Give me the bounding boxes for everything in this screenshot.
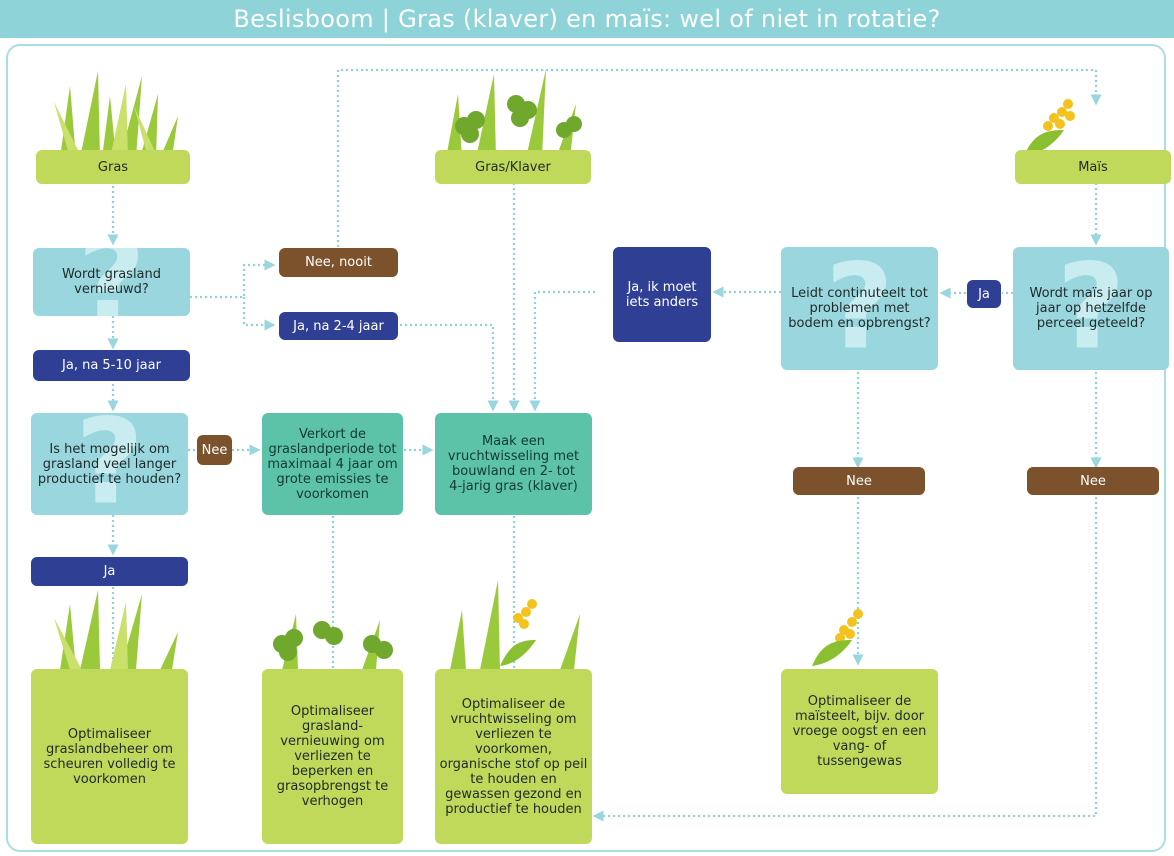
question-mark-icon: ? <box>1056 247 1126 370</box>
node-gras: Gras <box>36 150 190 184</box>
clover-icon <box>446 69 582 158</box>
answer-ja-2-4: Ja, na 2-4 jaar <box>279 312 398 340</box>
node-grasklaver-label: Gras/Klaver <box>475 159 551 175</box>
question-mark-icon: ? <box>825 247 894 370</box>
clover-icon <box>273 614 393 670</box>
outcome-maisteelt-label: Optimaliseer de maïsteelt, bijv. door vr… <box>792 694 927 769</box>
answer-ja-right: Ja <box>967 280 1001 308</box>
action-maak-vruchtwisseling-label: Maak een vruchtwisseling met bouwland en… <box>447 434 580 494</box>
answer-nee-mid-label: Nee <box>846 473 872 489</box>
action-maak-vruchtwisseling: Maak een vruchtwisseling met bouwland en… <box>435 413 592 515</box>
outcome-vruchtwisseling: Optimaliseer de vruchtwisseling om verli… <box>435 669 592 844</box>
answer-ja-anders-label: Ja, ik moet iets anders <box>625 279 699 310</box>
question-mark-icon: ? <box>77 248 145 316</box>
outcome-graslandbeheer: Optimaliseer graslandbeheer om scheuren … <box>31 669 188 844</box>
outcome-vernieuwing: Optimaliseer grasland-vernieuwing om ver… <box>262 669 403 844</box>
corn-icon <box>1024 99 1075 156</box>
answer-nee-left: Nee <box>197 435 232 465</box>
line-jaanders-to-maak <box>529 290 595 412</box>
outcome-graslandbeheer-label: Optimaliseer graslandbeheer om scheuren … <box>43 726 176 787</box>
answer-ja-5-10-label: Ja, na 5-10 jaar <box>62 358 161 373</box>
question-langer-label: Is het mogelijk om grasland veel langer … <box>37 441 182 487</box>
answer-nee-nooit-label: Nee, nooit <box>305 255 372 270</box>
question-mais: ?Wordt maïs jaar op jaar op hetzelfde pe… <box>1013 247 1169 370</box>
line-q-split <box>190 259 276 299</box>
line-split-to-ja24 <box>242 297 276 331</box>
line-nee-to-optvrucht <box>592 497 1098 822</box>
grass-icon <box>54 71 178 158</box>
answer-ja-right-label: Ja <box>978 286 990 302</box>
answer-ja-left: Ja <box>31 557 188 586</box>
node-mais: Maïs <box>1015 150 1171 184</box>
line-ja24-to-maak <box>400 323 499 412</box>
line-nooit-up <box>336 68 1102 247</box>
node-grasklaver: Gras/Klaver <box>435 150 591 184</box>
question-grasland-label: Wordt grasland vernieuwd? <box>61 267 162 297</box>
answer-nee-left-label: Nee <box>201 442 228 458</box>
corn-icon <box>450 580 580 670</box>
outcome-maisteelt: Optimaliseer de maïsteelt, bijv. door vr… <box>781 669 938 794</box>
question-mark-icon: ? <box>75 413 144 515</box>
question-grasland: ?Wordt grasland vernieuwd? <box>33 248 190 316</box>
answer-nee-mid: Nee <box>793 467 925 495</box>
outcome-vernieuwing-label: Optimaliseer grasland-vernieuwing om ver… <box>276 704 389 809</box>
answer-ja-left-label: Ja <box>103 564 116 579</box>
answer-nee-right-label: Nee <box>1080 473 1106 489</box>
grass-icon <box>54 590 178 670</box>
answer-ja-anders: Ja, ik moet iets anders <box>613 247 711 342</box>
answer-nee-right: Nee <box>1027 467 1159 495</box>
answer-nee-nooit: Nee, nooit <box>279 248 398 277</box>
question-langer: ?Is het mogelijk om grasland veel langer… <box>31 413 188 515</box>
node-gras-label: Gras <box>97 159 129 175</box>
node-mais-label: Maïs <box>1078 159 1108 175</box>
action-verkort-label: Verkort de graslandperiode tot maximaal … <box>267 426 398 502</box>
outcome-vruchtwisseling-label: Optimaliseer de vruchtwisseling om verli… <box>439 696 588 817</box>
diagram-frame <box>6 44 1166 852</box>
question-mais-label: Wordt maïs jaar op jaar op hetzelfde per… <box>1029 286 1153 331</box>
question-continu-label: Leidt continuteelt tot problemen met bod… <box>788 286 931 331</box>
action-verkort: Verkort de graslandperiode tot maximaal … <box>262 413 403 515</box>
question-continu: ?Leidt continuteelt tot problemen met bo… <box>781 247 938 370</box>
page-title: Beslisboom | Gras (klaver) en maïs: wel … <box>0 0 1174 38</box>
corn-icon <box>812 609 863 666</box>
answer-ja-5-10: Ja, na 5-10 jaar <box>33 350 190 381</box>
answer-ja-2-4-label: Ja, na 2-4 jaar <box>293 318 384 334</box>
